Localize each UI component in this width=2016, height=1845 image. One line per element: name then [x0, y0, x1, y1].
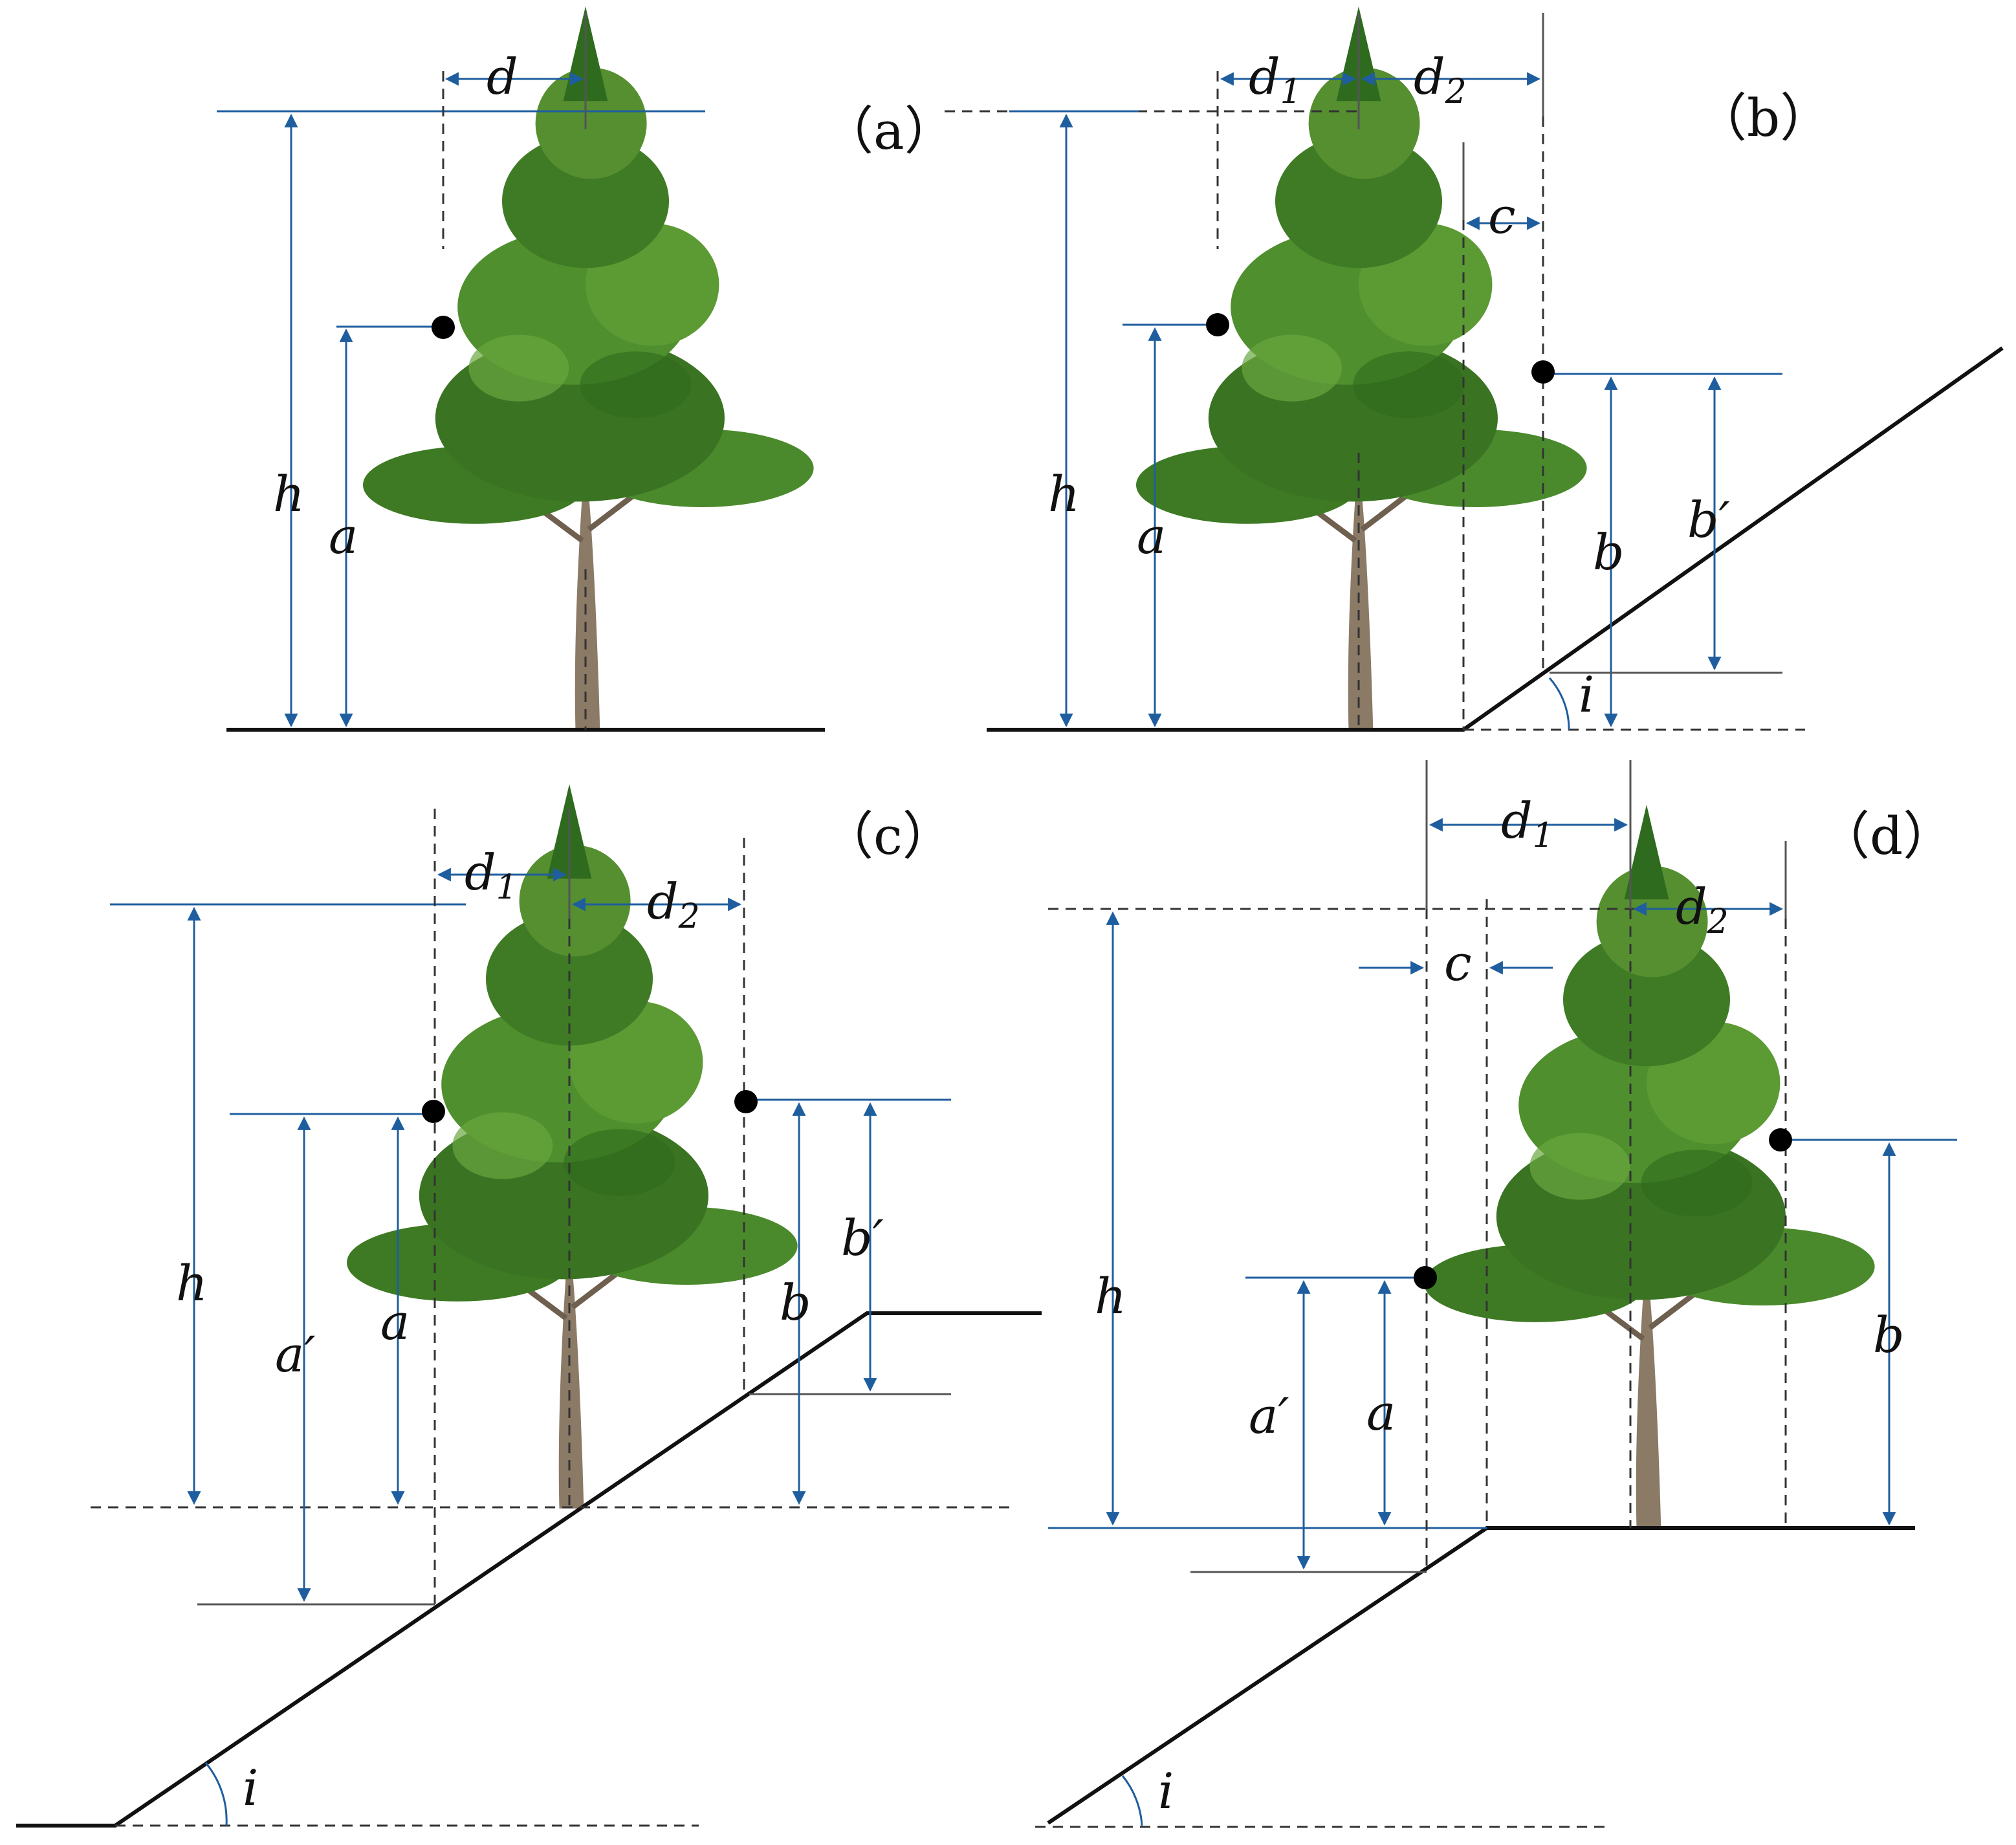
panel-c-h-label: h	[176, 1254, 208, 1312]
panel-b: （b） i d1 d2 c h a b b′	[945, 6, 2004, 731]
panel-c-a-label: a	[380, 1293, 410, 1351]
panel-d-d2-label: d2	[1676, 878, 1729, 941]
pine-tree-icon	[363, 6, 814, 731]
panel-b-d1-label: d1	[1249, 48, 1302, 111]
pine-tree-icon	[1424, 805, 1875, 1529]
panel-d-h-label: h	[1095, 1267, 1126, 1325]
panel-c-i-label: i	[243, 1759, 258, 1817]
panel-a-a-label: a	[329, 507, 358, 565]
pine-tree-icon	[347, 784, 798, 1509]
panel-a: （a） d h a	[217, 6, 956, 731]
panel-c-aprime-label: a′	[275, 1326, 316, 1383]
measure-point-icon	[432, 316, 455, 339]
panel-d-ground-slope-line	[1047, 1526, 1915, 1825]
panel-c: （c） i d1 d2 h a′ a b b′	[16, 784, 1042, 1828]
panel-d-i-label: i	[1158, 1762, 1174, 1820]
measure-point-icon	[422, 1100, 445, 1123]
panel-c-ground-slope-line	[16, 1311, 1042, 1828]
panel-b-tag: （b）	[1695, 88, 1832, 148]
panel-d-b-label: b	[1873, 1306, 1905, 1364]
panel-d-c-label: c	[1444, 934, 1472, 992]
panel-b-d2-label: d2	[1414, 48, 1467, 111]
panel-b-a-label: a	[1137, 507, 1166, 565]
panel-b-bprime-label: b′	[1687, 491, 1730, 549]
panel-a-tag: （a）	[822, 101, 956, 161]
panel-d: （d） i d1 d2 c h a′ a b	[1035, 760, 1957, 1828]
panel-c-tag: （c）	[822, 806, 954, 866]
pine-tree-icon	[1136, 6, 1587, 731]
panel-b-i-label: i	[1579, 666, 1594, 723]
panel-d-aprime-label: a′	[1249, 1387, 1289, 1445]
panel-d-d1-label: d1	[1501, 792, 1554, 855]
panel-b-h-label: h	[1048, 465, 1080, 523]
panel-a-d-label: d	[487, 48, 518, 105]
measure-point-icon	[1414, 1266, 1437, 1289]
panel-c-angle-arc	[204, 1762, 228, 1826]
panel-d-tag: （d）	[1818, 806, 1955, 866]
measure-point-icon	[1206, 313, 1229, 336]
panel-a-h-label: h	[273, 465, 305, 523]
panel-b-c-label: c	[1488, 187, 1516, 245]
panel-c-b-label: b	[780, 1274, 811, 1331]
measure-point-icon	[1531, 360, 1555, 384]
measure-point-icon	[1769, 1128, 1792, 1152]
measure-point-icon	[734, 1090, 758, 1113]
panel-d-angle-arc	[1121, 1775, 1143, 1826]
panel-b-b-label: b	[1593, 523, 1625, 581]
panel-c-d1-label: d1	[465, 844, 518, 907]
panel-b-angle-arc	[1548, 677, 1570, 730]
panel-d-a-label: a	[1366, 1384, 1396, 1441]
panel-c-d2-label: d2	[647, 873, 700, 936]
panel-c-bprime-label: b′	[841, 1209, 884, 1267]
